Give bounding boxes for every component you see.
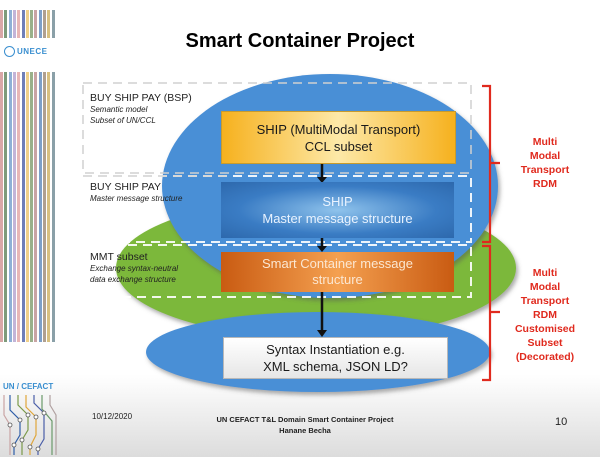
decorative-stripe — [47, 10, 51, 38]
bracket-label-lower: Multi Modal Transport RDM Customised Sub… — [500, 266, 590, 364]
decorative-stripe — [43, 72, 46, 342]
un-cefact-logo: UN / CEFACT — [3, 382, 54, 391]
decorative-stripe — [51, 10, 55, 38]
decorative-stripes-top — [0, 10, 56, 38]
decorative-stripe — [38, 10, 42, 38]
layer-subtext: data exchange structure — [90, 275, 176, 284]
bracket-upper — [482, 84, 500, 244]
decorative-stripe — [12, 72, 16, 342]
layer-heading: BUY SHIP PAY (BSP) — [90, 92, 192, 104]
footer-date: 10/12/2020 — [92, 412, 133, 421]
box-line: XML schema, JSON LD? — [263, 359, 408, 374]
decorative-stripes-middle — [0, 72, 56, 342]
bracket-label-upper: Multi Modal Transport RDM — [500, 135, 590, 191]
layer-label-master: BUY SHIP PAY Master message structure — [90, 181, 182, 204]
decorative-stripe — [34, 10, 38, 38]
box-line: structure — [312, 272, 363, 287]
bracket-label-line: RDM — [533, 178, 557, 190]
layer-heading: MMT subset — [90, 251, 148, 263]
decorative-stripe — [34, 72, 38, 342]
bracket-label-line: Transport — [520, 295, 570, 307]
decorative-stripe — [0, 10, 3, 38]
arrowhead-3 — [317, 330, 327, 337]
decorative-stripe — [25, 10, 29, 38]
arrowhead-2 — [317, 246, 327, 252]
decorative-stripe — [21, 72, 25, 342]
bracket-label-line: Modal — [529, 150, 561, 162]
layer-subtext: Subset of UN/CCL — [90, 116, 156, 125]
box-line: Syntax Instantiation e.g. — [266, 342, 405, 357]
decorative-stripe — [17, 72, 21, 342]
bracket-label-line: Multi — [532, 267, 558, 279]
box-line: Master message structure — [262, 211, 413, 226]
slide-title: Smart Container Project — [185, 30, 415, 52]
layer-box-master — [82, 175, 472, 243]
box-line: Smart Container message — [261, 256, 413, 271]
unece-logo-text: UNECE — [17, 47, 48, 56]
layer-label-mmt: MMT subset Exchange syntax-neutral data … — [90, 251, 178, 285]
box-line: CCL subset — [304, 138, 373, 154]
page-number: 10 — [555, 416, 568, 428]
un-globe-icon — [4, 46, 15, 57]
decorative-stripe — [0, 72, 3, 342]
network-graphic — [3, 395, 57, 455]
decorative-stripe — [25, 72, 29, 342]
layer-label-bsp: BUY SHIP PAY (BSP) Semantic model Subset… — [90, 92, 192, 126]
decorative-stripe — [30, 10, 34, 38]
bracket-label-line: Customised — [514, 323, 576, 335]
layer-subtext: Master message structure — [90, 194, 183, 203]
decorative-stripe — [4, 10, 8, 38]
footer-center: UN CEFACT T&L Domain Smart Container Pro… — [200, 414, 410, 436]
decorative-stripe — [12, 10, 16, 38]
syntax-instantiation-box: Syntax Instantiation e.g. XML schema, JS… — [223, 337, 448, 379]
bracket-label-line: Multi — [532, 136, 558, 148]
decorative-stripe — [43, 10, 46, 38]
bracket-label-line: Transport — [520, 164, 570, 176]
decorative-stripe — [47, 72, 51, 342]
decorative-stripe — [51, 72, 55, 342]
decorative-stripe — [4, 72, 8, 342]
bracket-label-line: RDM — [533, 309, 557, 321]
bracket-label-line: Subset — [527, 337, 563, 349]
layer-heading: BUY SHIP PAY — [90, 181, 162, 193]
arrowhead-1 — [317, 177, 327, 183]
footer-project-line: UN CEFACT T&L Domain Smart Container Pro… — [216, 415, 394, 424]
layer-subtext: Exchange syntax-neutral — [90, 264, 179, 273]
smart-container-message-box: Smart Container message structure — [221, 252, 454, 292]
bracket-label-line: Modal — [529, 281, 561, 293]
decorative-stripe — [8, 72, 12, 342]
decorative-stripe — [38, 72, 42, 342]
bracket-label-line: (Decorated) — [515, 351, 575, 363]
decorative-stripe — [21, 10, 25, 38]
decorative-stripe — [17, 10, 21, 38]
decorative-stripe — [8, 10, 12, 38]
decorative-stripe — [30, 72, 34, 342]
ship-ccl-subset-box: SHIP (MultiModal Transport) CCL subset — [221, 111, 456, 164]
footer-author-line: Hanane Becha — [279, 426, 331, 435]
box-line: SHIP — [322, 194, 353, 209]
unece-logo: UNECE — [4, 46, 48, 57]
ship-master-message-box: SHIP Master message structure — [221, 182, 454, 238]
layer-box-mmt — [82, 244, 472, 298]
layer-subtext: Semantic model — [90, 105, 148, 114]
box-line: SHIP (MultiModal Transport) — [256, 121, 421, 137]
bracket-lower — [482, 244, 500, 382]
